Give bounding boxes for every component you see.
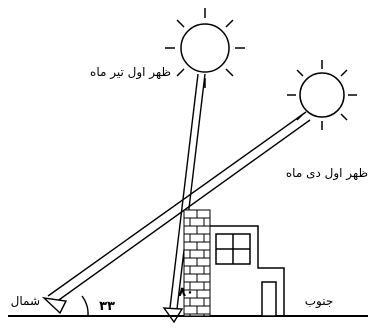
south-label: جنوب bbox=[305, 294, 334, 309]
winter-angle-arc bbox=[81, 295, 89, 317]
winter-sun-icon bbox=[287, 60, 357, 130]
house bbox=[210, 225, 285, 317]
summer-sun-ray bbox=[162, 73, 206, 324]
winter-noon-label: ظهر اول دی ماه bbox=[286, 166, 368, 181]
summer-angle-value: ۸۰ bbox=[178, 285, 194, 300]
winter-angle-value: ۳۳ bbox=[99, 299, 115, 314]
summer-sun-icon bbox=[165, 8, 245, 88]
north-label: شمال bbox=[11, 294, 40, 308]
winter-sun-ray bbox=[41, 111, 311, 315]
summer-noon-label: ظهر اول تیر ماه bbox=[90, 65, 171, 80]
brick-wall bbox=[183, 209, 211, 317]
